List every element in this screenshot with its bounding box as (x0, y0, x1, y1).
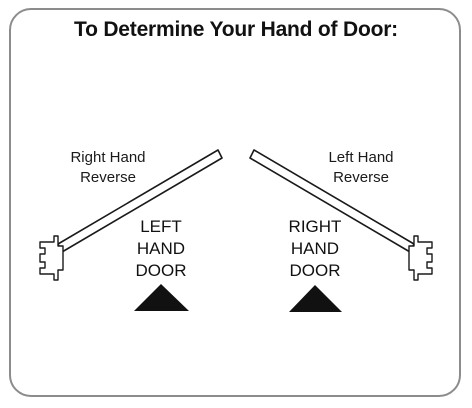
right-door-frame (408, 235, 433, 281)
left-door-frame (39, 235, 64, 281)
left-hand-reverse-label: Left Hand Reverse (328, 149, 394, 186)
right-arrow-triangle (289, 285, 342, 312)
diagram-card (9, 8, 461, 397)
right-hand-door-label: RIGHT HAND DOOR (288, 217, 342, 280)
left-hand-door-label: LEFT HAND DOOR (135, 217, 187, 280)
right-hand-reverse-label: Right Hand Reverse (70, 149, 146, 186)
page-title: To Determine Your Hand of Door: (74, 18, 398, 41)
left-arrow-triangle (134, 284, 189, 311)
